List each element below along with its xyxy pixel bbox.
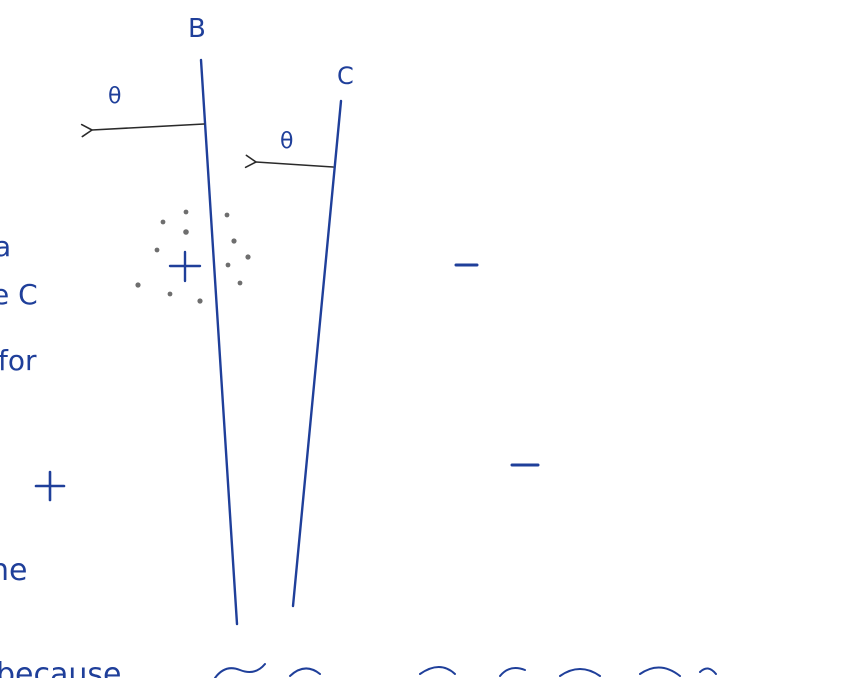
- arrow-from-b: [80, 123, 205, 138]
- cloud-dot: [224, 212, 230, 218]
- cloud-dot: [183, 229, 189, 235]
- margin-text-bottom: because: [0, 657, 121, 678]
- cloud-dot: [154, 247, 160, 253]
- cloud-dot: [237, 280, 243, 286]
- cloud-dot: [231, 238, 237, 244]
- charge-plus-left: [34, 470, 66, 502]
- cloud-dot: [197, 298, 203, 304]
- charge-plus-center: [168, 250, 202, 283]
- cloud-dot: [245, 254, 251, 260]
- charge-cloud: [135, 209, 251, 304]
- label-line-b: B: [188, 14, 206, 44]
- cloud-dot: [160, 219, 166, 225]
- margin-text-line2: e C: [0, 278, 38, 311]
- label-line-c: C: [337, 62, 354, 90]
- margin-text-line1: a: [0, 230, 11, 263]
- line-c: [291, 99, 343, 608]
- cloud-dot: [183, 209, 189, 215]
- arrow-from-c: [244, 154, 334, 169]
- cloud-dot: [225, 262, 231, 268]
- label-theta-c: θ: [280, 129, 293, 154]
- line-b: [199, 58, 239, 626]
- label-theta-b: θ: [108, 84, 121, 109]
- cloud-dot: [135, 282, 141, 288]
- margin-text-line4: he: [0, 553, 27, 588]
- cloud-dot: [167, 291, 173, 297]
- bottom-handwriting-fragment: [214, 663, 717, 678]
- margin-text-line3: for: [0, 344, 37, 377]
